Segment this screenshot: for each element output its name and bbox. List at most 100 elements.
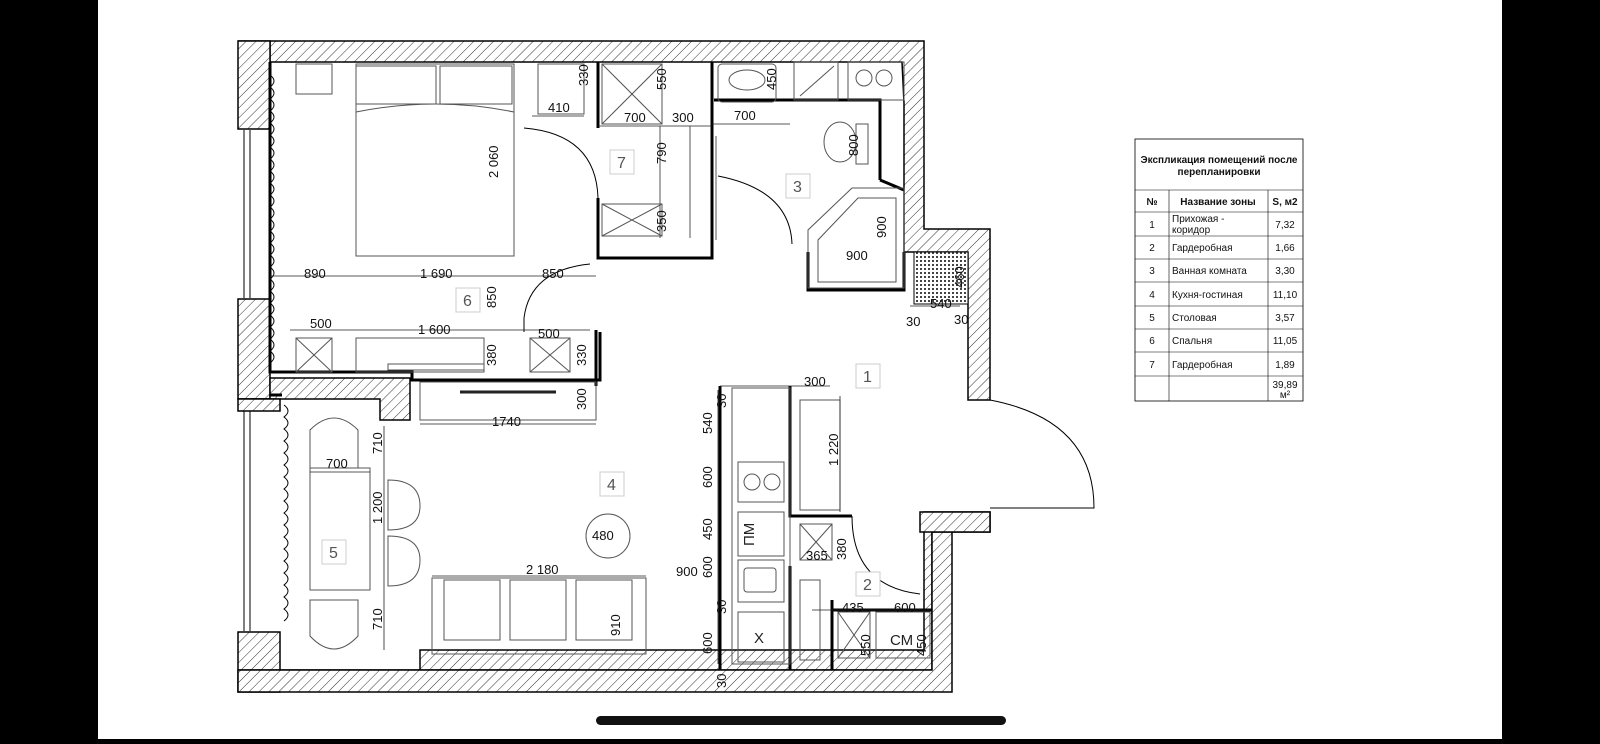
dim-label: 540 (930, 296, 952, 311)
table-row-num: 4 (1149, 290, 1155, 301)
table-row-num: 1 (1149, 220, 1155, 231)
dim-label: 890 (304, 266, 326, 281)
doors (523, 127, 1095, 595)
furniture (295, 61, 931, 665)
table-row-name: Кухня-гостиная (1172, 290, 1243, 301)
dim-label: 790 (654, 142, 669, 164)
dim-label: 700 (326, 456, 348, 471)
dim-label: 710 (370, 432, 385, 454)
table-row-area: 11,05 (1273, 336, 1298, 347)
table-row-num: 3 (1149, 266, 1155, 277)
table-row-name: Спальня (1172, 336, 1212, 347)
dim-label: 450 (914, 634, 929, 656)
dim-label: 550 (654, 68, 669, 90)
dim-label: 710 (370, 608, 385, 630)
table-row-num: 7 (1149, 360, 1155, 371)
room-label-4: 4 (607, 477, 616, 494)
room-label-7: 7 (617, 155, 626, 172)
room-label-1: 1 (863, 369, 872, 386)
table-row-name: Столовая (1172, 313, 1217, 324)
dim-label: 300 (672, 110, 694, 125)
table-row-area: 3,57 (1275, 313, 1295, 324)
bed (355, 63, 515, 257)
dim-label: 900 (676, 564, 698, 579)
table-row-area: 3,30 (1275, 266, 1295, 277)
dim-label: 1740 (492, 414, 521, 429)
dishwasher-label: ПМ (741, 523, 758, 546)
table-title-line1: Экспликация помещений после (1140, 155, 1297, 166)
dim-label: 850 (542, 266, 564, 281)
dim-label: 300 (804, 374, 826, 389)
dim-label: 910 (608, 614, 623, 636)
dim-label: 1 600 (418, 322, 451, 337)
dim-label: 330 (574, 344, 589, 366)
dim-label: 600 (894, 600, 916, 615)
dim-label: 380 (834, 538, 849, 560)
dim-label: 2 180 (526, 562, 559, 577)
dim-label: 900 (846, 248, 868, 263)
dim-label: 850 (484, 286, 499, 308)
table-row-area: 11,10 (1273, 290, 1298, 301)
dim-label: 380 (484, 344, 499, 366)
home-indicator[interactable] (596, 716, 1006, 725)
dim-label: 30 (714, 394, 729, 408)
table-total-value: 39,89 (1272, 380, 1297, 391)
fridge-label: Х (754, 630, 764, 647)
dim-label: 500 (310, 316, 332, 331)
table-header-area: S, м2 (1272, 197, 1298, 208)
dim-label: 500 (538, 326, 560, 341)
dim-label: 1 690 (420, 266, 453, 281)
dim-label: 1 220 (826, 433, 841, 466)
table-row-area: 1,66 (1275, 243, 1295, 254)
table-row-num: 2 (1149, 243, 1155, 254)
table-row-name: Прихожая - (1172, 214, 1224, 225)
dim-label: 800 (846, 134, 861, 156)
dim-label: 30 (714, 674, 729, 688)
drawing-sheet: 330 550 450 410 700 300 700 800 790 2 06… (98, 0, 1502, 739)
room-label-3: 3 (793, 179, 802, 196)
windows (243, 74, 289, 631)
dimension-lines (270, 115, 960, 664)
dim-label: 410 (548, 100, 570, 115)
dim-label: 450 (764, 68, 779, 90)
dim-label: 550 (858, 634, 873, 656)
dim-label: 600 (700, 466, 715, 488)
dim-label: 480 (592, 528, 614, 543)
dim-label: 900 (874, 216, 889, 238)
floor-plan: 330 550 450 410 700 300 700 800 790 2 06… (237, 40, 1304, 693)
table-row-area: 7,32 (1275, 220, 1295, 231)
dim-label: 30 (906, 314, 920, 329)
dim-label: 30 (954, 312, 968, 327)
dim-label: 450 (700, 518, 715, 540)
dim-label: 435 (842, 600, 864, 615)
dim-label: 300 (574, 388, 589, 410)
table-row-name: коридор (1172, 225, 1211, 236)
dim-label: 460 (952, 266, 967, 288)
dim-label: 600 (700, 632, 715, 654)
dim-label: 700 (624, 110, 646, 125)
dim-label: 1 200 (370, 491, 385, 524)
dim-label: 2 060 (486, 145, 501, 178)
table-total-unit: м² (1280, 390, 1291, 401)
dim-label: 365 (806, 548, 828, 563)
table-row-area: 1,89 (1275, 360, 1295, 371)
room-label-5: 5 (329, 545, 338, 562)
dimension-labels: 330 550 450 410 700 300 700 800 790 2 06… (304, 64, 968, 688)
room-labels: 1 2 3 4 5 6 7 (321, 149, 881, 597)
explication-table: Экспликация помещений после перепланиров… (1134, 138, 1304, 402)
table-header-name: Название зоны (1180, 197, 1255, 208)
interior-walls (268, 62, 932, 670)
ventilation-shaft (913, 251, 969, 305)
table-row-name: Ванная комната (1172, 266, 1247, 277)
table-row-name: Гардеробная (1172, 359, 1233, 371)
table-row-name: Гардеробная (1172, 242, 1233, 254)
table-row-num: 6 (1149, 336, 1155, 347)
dim-label: 600 (700, 556, 715, 578)
dim-label: 700 (734, 108, 756, 123)
table-header-num: № (1146, 197, 1157, 208)
dim-label: 350 (654, 210, 669, 232)
room-label-2: 2 (863, 577, 872, 594)
room-label-6: 6 (463, 293, 472, 310)
dim-label: 30 (714, 600, 729, 614)
